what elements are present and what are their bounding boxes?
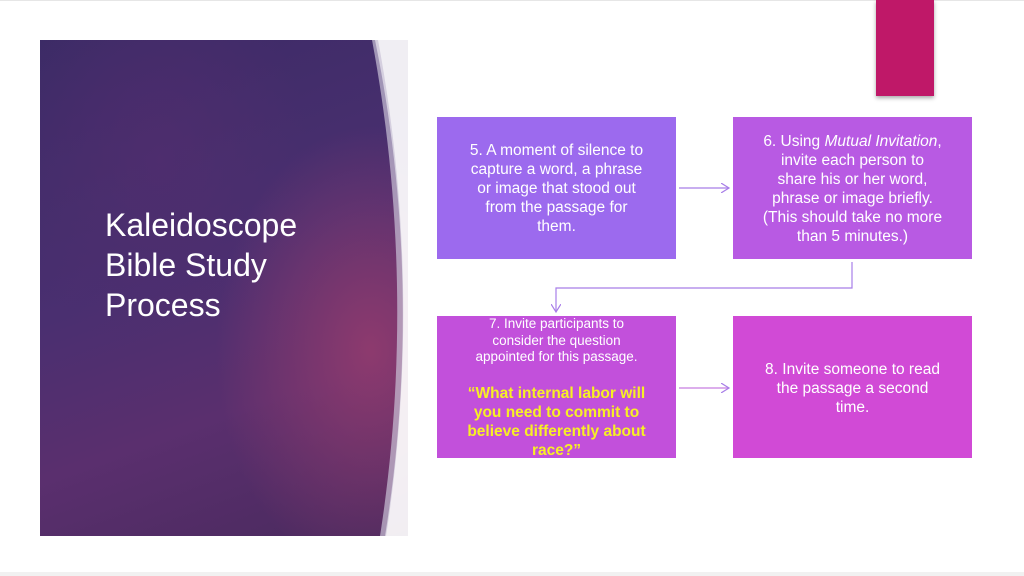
step-5-line: from the passage for (485, 199, 628, 216)
step-6-line: phrase or image briefly. (772, 190, 933, 207)
slide-title: Kaleidoscope Bible Study Process (105, 205, 385, 325)
question-line: you need to commit to (473, 403, 640, 421)
step-5-line: them. (537, 218, 576, 235)
mutual-invitation-term: Mutual Invitation (824, 133, 938, 150)
bottom-divider (0, 572, 1024, 576)
step-6-suffix: , (937, 133, 942, 150)
title-line-1: Kaleidoscope (105, 207, 298, 243)
step-6-text: 6. Using Mutual Invitation, invite each … (743, 132, 963, 246)
step-6-line: share his or her word, (777, 171, 928, 188)
accent-tab (876, 0, 934, 96)
question-line: race?” (531, 441, 582, 459)
step-6-first-line: 6. Using Mutual Invitation, (743, 132, 963, 151)
arrow-6-to-7 (556, 262, 853, 312)
step-5-line: 5. A moment of silence to (469, 142, 644, 159)
question-line: “What internal labor will (467, 384, 646, 402)
step-5-line: or image that stood out (477, 180, 636, 197)
step-7-line: appointed for this passage. (475, 349, 638, 364)
step-5-line: capture a word, a phrase (470, 161, 643, 178)
title-line-2: Bible Study (105, 247, 267, 283)
step-6-box: 6. Using Mutual Invitation, invite each … (733, 117, 972, 259)
step-7-question: “What internal labor will you need to co… (447, 384, 667, 460)
title-panel (40, 40, 408, 536)
step-5-box: 5. A moment of silence to capture a word… (437, 117, 676, 259)
panel-curve-decoration (372, 40, 408, 536)
top-divider (0, 0, 1024, 1)
step-7-line: 7. Invite participants to (488, 316, 625, 331)
step-8-line: 8. Invite someone to read (765, 361, 940, 378)
step-7-box: 7. Invite participants to consider the q… (437, 316, 676, 460)
step-8-text: 8. Invite someone to read the passage a … (743, 360, 963, 417)
step-6-line: (This should take no more (762, 209, 943, 226)
step-8-box: 8. Invite someone to read the passage a … (733, 316, 972, 458)
step-6-line: than 5 minutes.) (796, 228, 909, 245)
title-line-3: Process (105, 287, 221, 323)
question-line: believe differently about (467, 422, 646, 440)
step-7-line: consider the question (492, 332, 621, 348)
step-8-line: time. (835, 399, 870, 416)
step-5-text: 5. A moment of silence to capture a word… (447, 141, 667, 236)
step-8-line: the passage a second (776, 380, 929, 397)
step-6-prefix: 6. Using (763, 133, 825, 150)
step-6-line: invite each person to (780, 152, 925, 169)
step-7-text: 7. Invite participants to consider the q… (447, 316, 667, 366)
